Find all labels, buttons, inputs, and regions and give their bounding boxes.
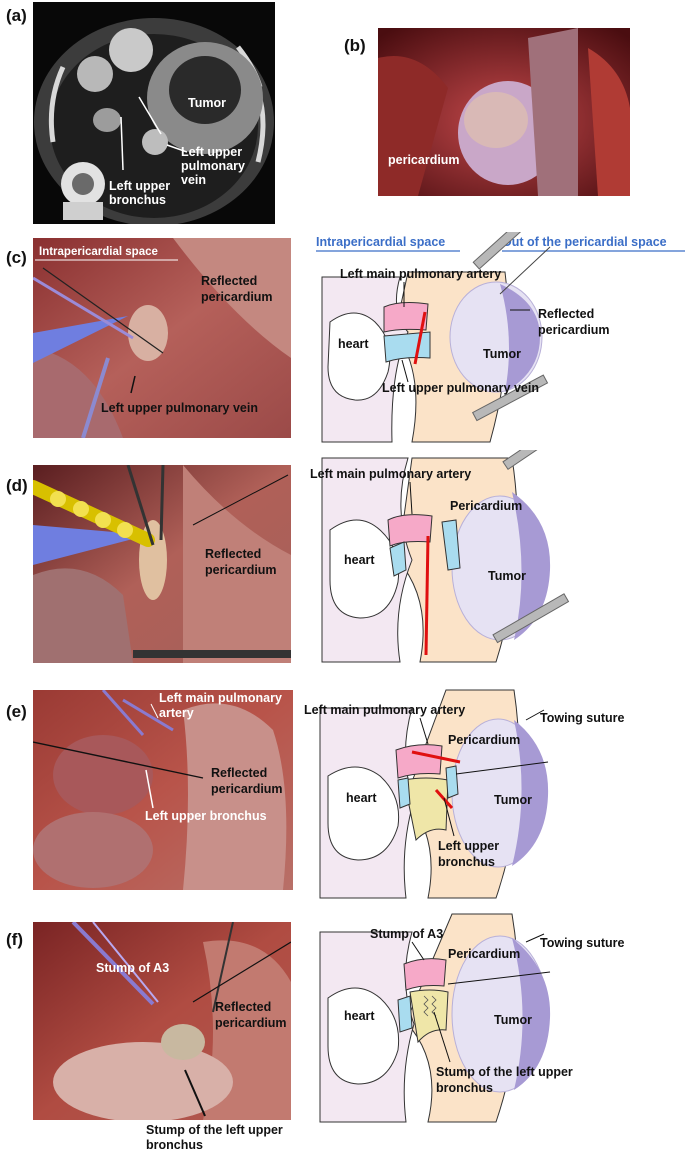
- e-photo-label-lmpa-2: artery: [159, 706, 194, 720]
- b-label-pericardium: pericardium: [388, 153, 460, 167]
- d-artery: [387, 514, 433, 547]
- ct-label-lupv-3: vein: [181, 173, 206, 187]
- d-diag-pericardium: Pericardium: [450, 499, 522, 513]
- e-artery: [395, 744, 443, 779]
- e-bronchus: [403, 777, 449, 842]
- c-diag-lupv: Left upper pulmonary vein: [382, 381, 539, 395]
- e-diag-lub-2: bronchus: [438, 855, 495, 869]
- c-diag-refl-1: Reflected: [538, 307, 594, 321]
- c-cut-line: [413, 311, 427, 365]
- c-heart-lobe: [327, 312, 391, 401]
- panel-a-letter: (a): [6, 6, 27, 25]
- c-photo-label-intra: Intrapericardial space: [39, 246, 158, 258]
- e-photo-label-lub: Left upper bronchus: [145, 809, 267, 823]
- e-diag-pericardium: Pericardium: [448, 733, 520, 747]
- d-instrument-top: [502, 450, 576, 470]
- f-diag-pericardium: Pericardium: [448, 947, 520, 961]
- f-photo-label-refl-1: Reflected: [215, 1000, 271, 1014]
- c-diag-refl-2: pericardium: [538, 323, 610, 337]
- c-diag-heart: heart: [338, 337, 369, 351]
- f-diag-stump-a3: Stump of A3: [370, 927, 443, 941]
- f-diag-heart: heart: [344, 1009, 375, 1023]
- surgical-photo-c: Intrapericardial space Reflected pericar…: [33, 238, 291, 438]
- f-photo-label-refl-2: pericardium: [215, 1016, 287, 1030]
- e-heart-lobe: [327, 766, 400, 861]
- surgical-photo-f: Stump of A3 Reflected pericardium: [33, 922, 291, 1120]
- d-cut-line: [424, 535, 430, 656]
- d-diag-lmpa: Left main pulmonary artery: [310, 467, 471, 481]
- diagram-d: Left main pulmonary artery Pericardium h…: [300, 450, 685, 665]
- f-bronchus: [409, 989, 449, 1044]
- f-artery: [403, 958, 447, 991]
- e-cut-line-1: [411, 750, 461, 764]
- c-artery: [383, 302, 429, 333]
- panel-d-letter: (d): [6, 476, 28, 495]
- diagram-e: Left main pulmonary artery Towing suture…: [300, 688, 685, 900]
- e-photo-label-lmpa-1: Left main pulmonary: [159, 691, 282, 705]
- c-vein: [383, 331, 431, 363]
- ct-label-lupv-1: Left upper: [181, 145, 242, 159]
- surgical-photo-d: Reflected pericardium: [33, 465, 291, 663]
- e-stump-right: [445, 765, 459, 799]
- e-diag-lub-1: Left upper: [438, 839, 499, 853]
- diagram-c: Intrapericardial space Out of the perica…: [300, 232, 685, 444]
- surgical-photo-e: Left main pulmonary artery Reflected per…: [33, 690, 293, 890]
- f-stump-left: [397, 995, 413, 1033]
- c-instrument-top: [472, 232, 551, 295]
- f-photo-label-below-2: bronchus: [146, 1138, 203, 1152]
- d-diag-heart: heart: [344, 553, 375, 567]
- ct-label-lub-1: Left upper: [109, 179, 170, 193]
- c-photo-label-refl-2: pericardium: [201, 290, 273, 304]
- c-diag-tumor: Tumor: [483, 347, 521, 361]
- f-photo-caption: Stump of the left upper bronchus: [146, 1123, 283, 1152]
- ct-label-lupv-2: pulmonary: [181, 159, 245, 173]
- d-stump-left: [389, 541, 407, 577]
- d-diag-tumor: Tumor: [488, 569, 526, 583]
- d-photo-label-refl-1: Reflected: [205, 547, 261, 561]
- e-tumor-dark: [512, 720, 549, 866]
- d-stump-right: [441, 519, 461, 571]
- c-diag-lmpa: Left main pulmonary artery: [340, 267, 501, 281]
- e-diag-lmpa: Left main pulmonary artery: [304, 703, 465, 717]
- f-photo-label-stump-a3: Stump of A3: [96, 961, 169, 975]
- f-diag-stump-1: Stump of the left upper: [436, 1065, 573, 1079]
- f-tumor-dark: [512, 938, 551, 1090]
- e-diag-tumor: Tumor: [494, 793, 532, 807]
- panel-b-letter: (b): [344, 36, 366, 55]
- f-diag-tumor: Tumor: [494, 1013, 532, 1027]
- e-towing-suture: [455, 761, 549, 775]
- e-diag-towing: Towing suture: [540, 711, 625, 725]
- f-diag-towing: Towing suture: [540, 936, 625, 950]
- e-photo-label-refl-2: pericardium: [211, 782, 283, 796]
- ct-label-lub-2: bronchus: [109, 193, 166, 207]
- e-diag-heart: heart: [346, 791, 377, 805]
- c-instrument-bottom: [471, 374, 549, 422]
- d-photo-label-refl-2: pericardium: [205, 563, 277, 577]
- d-heart-lobe: [329, 519, 400, 619]
- c-photo-label-lupv: Left upper pulmonary vein: [101, 401, 258, 415]
- c-header-intra: Intrapericardial space: [316, 235, 445, 249]
- c-tumor-dark: [500, 284, 540, 392]
- ct-scan-image: Tumor Left upper pulmonary vein Left upp…: [33, 2, 275, 224]
- f-staple-marks: [423, 995, 437, 1017]
- d-tumor-dark: [512, 492, 551, 640]
- e-photo-label-refl-1: Reflected: [211, 766, 267, 780]
- panel-c-letter: (c): [6, 248, 27, 267]
- f-heart-lobe: [327, 987, 400, 1085]
- f-towing-suture: [447, 971, 551, 985]
- surgical-photo-b: pericardium: [378, 28, 630, 196]
- f-diag-stump-2: bronchus: [436, 1081, 493, 1095]
- panel-e-letter: (e): [6, 702, 27, 721]
- e-stump-left: [397, 777, 411, 809]
- c-photo-label-refl-1: Reflected: [201, 274, 257, 288]
- ct-label-tumor: Tumor: [188, 96, 226, 110]
- diagram-f: Stump of A3 Towing suture Pericardium he…: [300, 912, 685, 1124]
- panel-f-letter: (f): [6, 930, 23, 949]
- d-instrument-bottom: [492, 593, 570, 644]
- f-photo-label-below-1: Stump of the left upper: [146, 1123, 283, 1137]
- c-header-out: Out of the pericardial space: [502, 235, 667, 249]
